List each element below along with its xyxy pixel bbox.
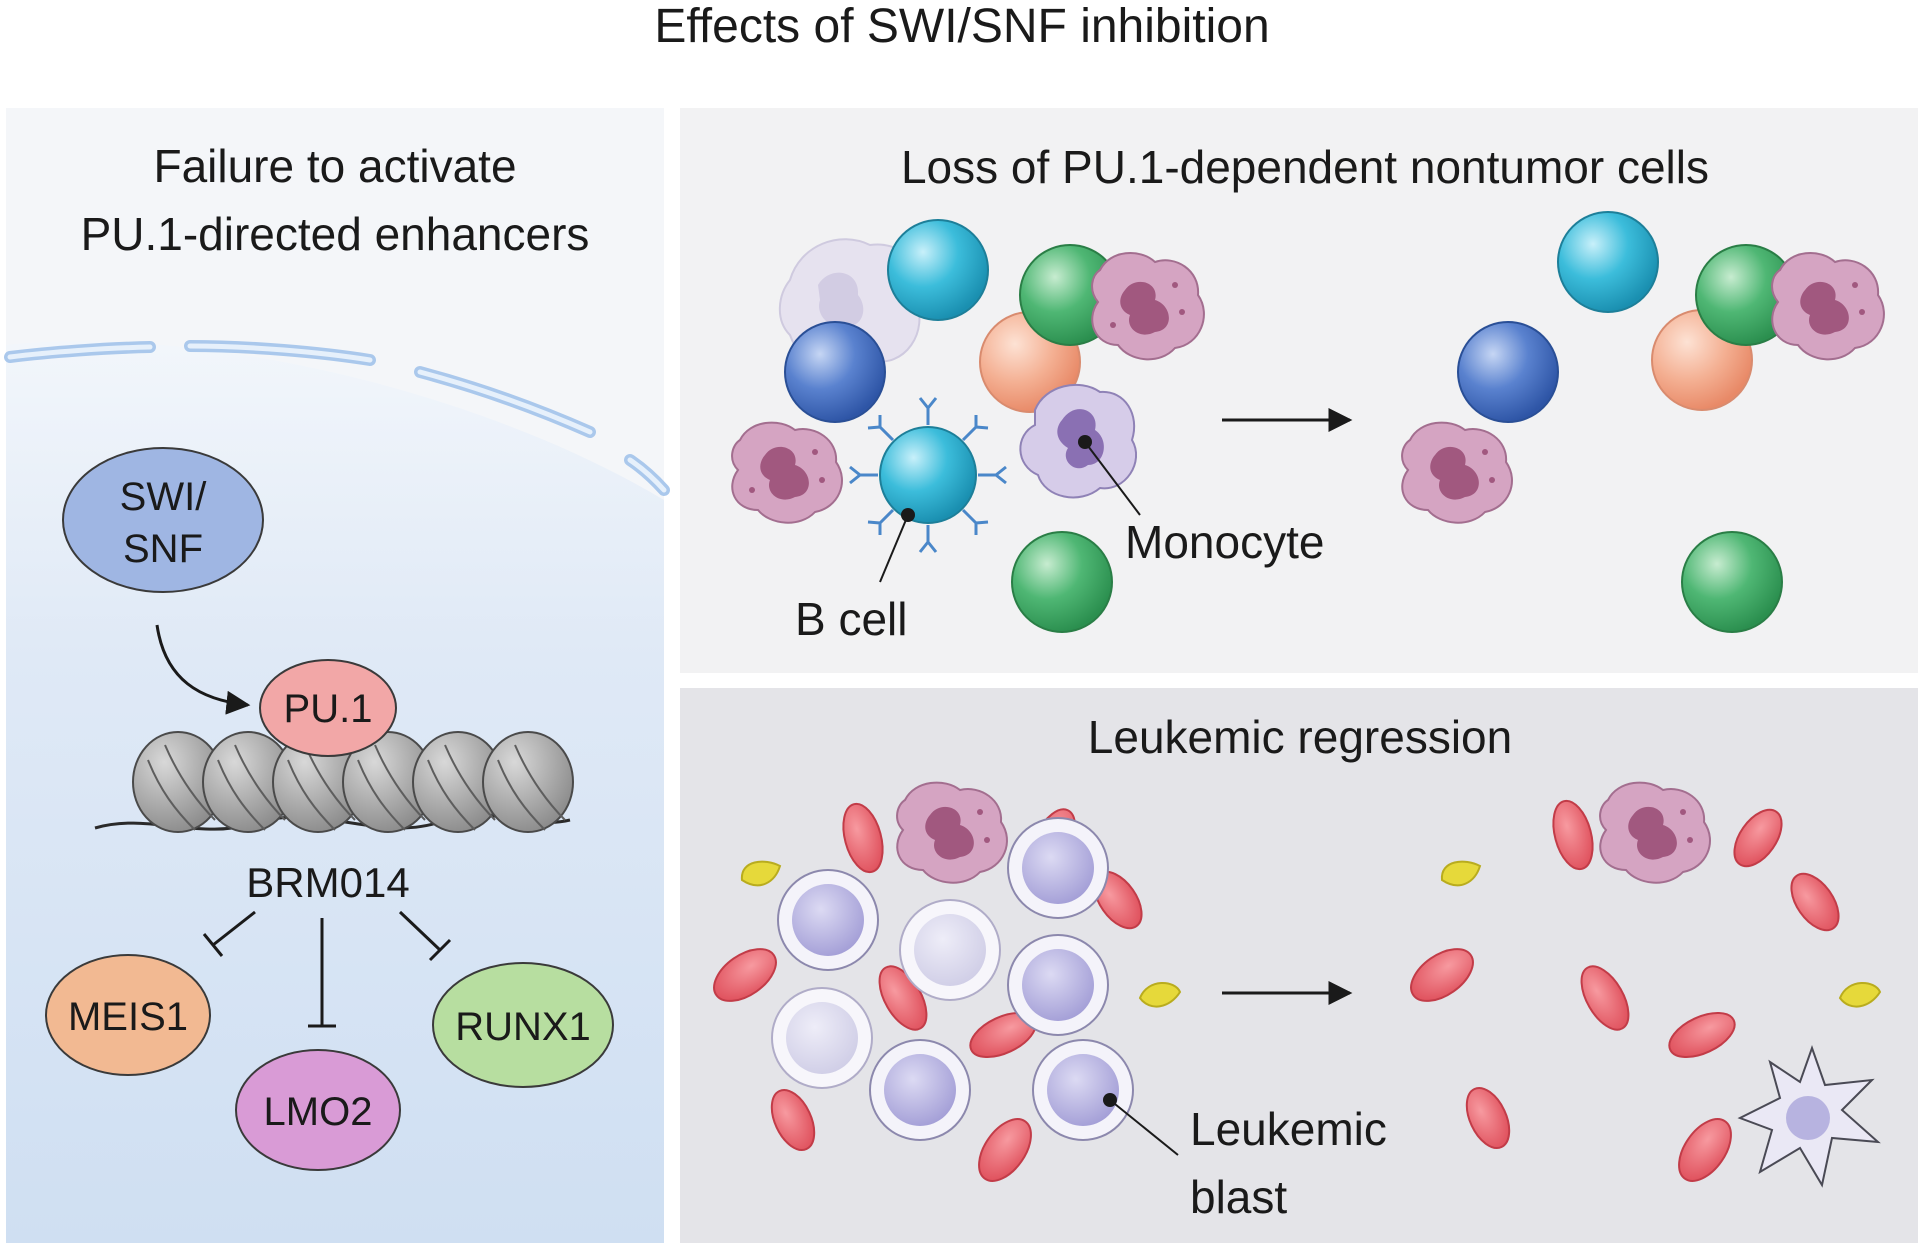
platelet — [740, 860, 782, 887]
b-cell-pointer — [879, 514, 909, 583]
faded-monocyte-nucleus — [818, 272, 864, 326]
platelet — [1838, 982, 1882, 1008]
monocyte-pointer — [1084, 441, 1141, 516]
red-blood-cell — [1552, 799, 1594, 871]
swisnf-complex — [62, 447, 264, 593]
runx1-gene — [432, 962, 614, 1088]
platelet — [1440, 860, 1482, 887]
nucleosome — [482, 731, 574, 833]
figure-title: Effects of SWI/SNF inhibition — [654, 0, 1269, 53]
pu1-label: PU.1 — [284, 687, 373, 731]
meis1-label: MEIS1 — [68, 995, 188, 1039]
runx1-label: RUNX1 — [455, 1005, 591, 1049]
nucleosomes — [132, 731, 574, 833]
red-blood-cell — [842, 802, 884, 874]
blue-cell — [784, 321, 886, 423]
granulocyte — [1401, 421, 1513, 524]
differentiated-cell-nucleus — [1786, 1096, 1830, 1140]
red-blood-cell — [1790, 872, 1840, 932]
blast-label-line2: blast — [1190, 1171, 1287, 1223]
red-blood-cell — [1410, 948, 1474, 1002]
meis1-gene — [45, 954, 211, 1076]
nuclear-envelope — [4, 340, 670, 496]
cyan-cell — [1557, 211, 1659, 313]
left-heading-line2: PU.1-directed enhancers — [81, 208, 590, 260]
left-panel: Failure to activate PU.1-directed enhanc… — [4, 108, 670, 1243]
granulocyte — [896, 781, 1008, 884]
pu1-factor — [259, 659, 397, 757]
top-right-heading: Loss of PU.1-dependent nontumor cells — [901, 141, 1709, 193]
granulocyte — [1599, 781, 1711, 884]
granulocyte — [1771, 251, 1885, 361]
green-cell — [1681, 531, 1783, 633]
activation-arrow — [155, 624, 251, 715]
platelet — [1138, 982, 1182, 1008]
red-blood-cell — [713, 948, 777, 1002]
granulocyte — [1091, 251, 1205, 361]
red-blood-cells-after — [1410, 799, 1840, 1182]
top-right-panel: Loss of PU.1-dependent nontumor cells — [680, 108, 1918, 673]
granulocyte — [731, 421, 843, 524]
inhibitor-label: BRM014 — [246, 859, 409, 906]
cyan-cell — [887, 219, 989, 321]
b-cell-label: B cell — [795, 593, 907, 645]
blast-label-line1: Leukemic — [1190, 1103, 1387, 1155]
red-blood-cell — [1580, 965, 1630, 1031]
red-blood-cell — [1465, 1087, 1511, 1149]
swisnf-label-line1: SWI/ — [120, 475, 208, 519]
bottom-right-panel-background — [680, 688, 1918, 1243]
blue-cell — [1457, 321, 1559, 423]
bottom-right-panel: Leukemic regression — [680, 688, 1918, 1243]
blast-pointer — [1109, 1099, 1179, 1156]
red-blood-cell — [770, 1089, 816, 1151]
left-heading-line1: Failure to activate — [153, 140, 516, 192]
lmo2-gene — [235, 1049, 401, 1171]
red-blood-cell — [1668, 1011, 1736, 1059]
leukemic-blasts — [771, 817, 1134, 1141]
bottom-right-heading: Leukemic regression — [1088, 711, 1512, 763]
red-blood-cells — [713, 802, 1143, 1182]
b-cell — [849, 397, 1007, 553]
lmo2-label: LMO2 — [264, 1090, 373, 1134]
red-blood-cell — [1733, 808, 1783, 868]
monocyte-label: Monocyte — [1125, 516, 1324, 568]
monocyte — [1019, 383, 1138, 499]
red-blood-cell — [1678, 1118, 1732, 1182]
swisnf-label-line2: SNF — [123, 527, 203, 571]
red-blood-cell — [978, 1118, 1032, 1182]
green-cell — [1011, 531, 1113, 633]
inhibition-edges — [202, 910, 452, 1028]
